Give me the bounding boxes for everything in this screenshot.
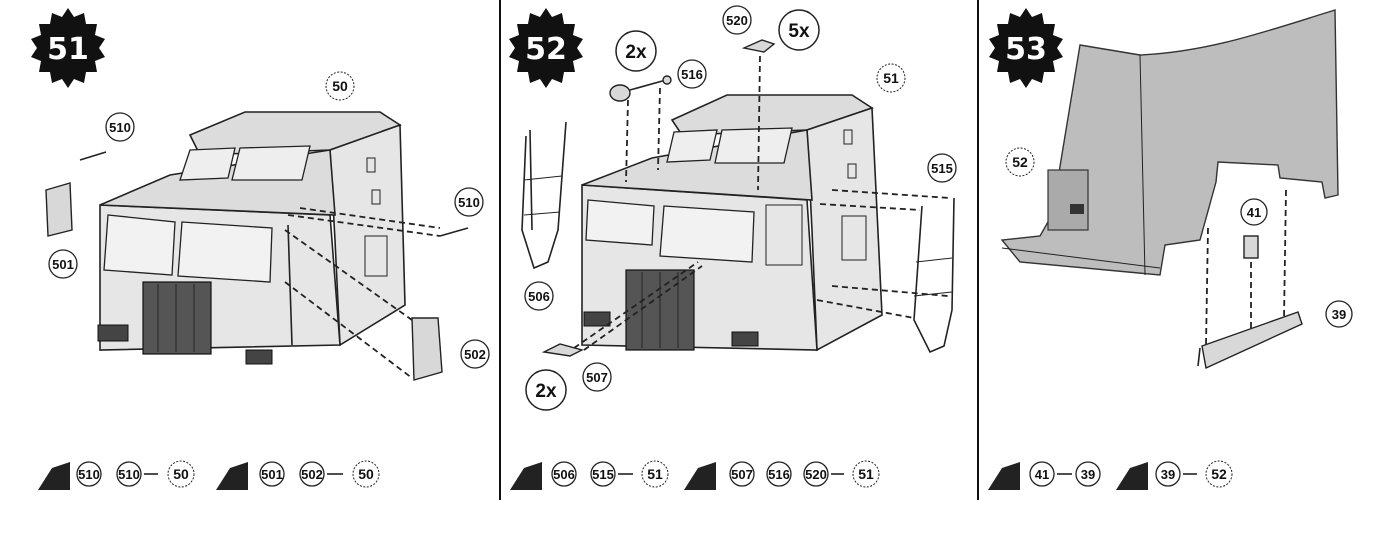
glue-tube-icon [684,462,716,490]
glue-tube-icon [38,462,70,490]
part-39-side-panel: 39 [1197,300,1353,370]
step-51-number: 51 [47,32,89,67]
svg-text:506: 506 [528,289,550,304]
svg-text:39: 39 [1161,467,1175,482]
svg-text:520: 520 [726,13,748,28]
step-53-number: 53 [1005,32,1047,67]
svg-text:510: 510 [78,467,100,482]
svg-text:5x: 5x [788,21,810,42]
svg-text:510: 510 [118,467,140,482]
svg-text:50: 50 [358,466,374,482]
panel-divider [977,0,979,502]
panel-divider [499,0,501,502]
svg-text:510: 510 [458,195,480,210]
svg-text:2x: 2x [625,42,647,63]
svg-text:41: 41 [1035,467,1049,482]
glue-note-2: 507 516 520 51 [684,460,880,490]
part-520-marker-light: 520 5x [722,5,820,191]
step-51-panel: 51 50 510 501 [0,0,500,500]
part-507-grab-handle: 2x 507 [525,261,703,411]
svg-text:516: 516 [768,467,790,482]
svg-text:52: 52 [1211,466,1227,482]
glue-tube-icon [988,462,1020,490]
step-52-panel: 52 51 2x 516 [502,0,978,500]
glue-note-2: 501 502 50 [216,460,380,490]
svg-text:510: 510 [109,120,131,135]
svg-text:506: 506 [553,467,575,482]
step-51-badge: 51 [31,8,105,88]
cab-side-section [1000,9,1339,276]
svg-text:39: 39 [1332,307,1346,322]
svg-text:50: 50 [332,78,348,94]
glue-tube-icon [1116,462,1148,490]
step-52-number: 52 [525,32,567,67]
assembly-ref-51: 51 [876,63,906,93]
svg-text:41: 41 [1247,205,1261,220]
glue-note-1: 41 39 [988,461,1101,490]
svg-text:52: 52 [1012,154,1028,170]
svg-text:516: 516 [681,67,703,82]
svg-text:501: 501 [261,467,283,482]
assembly-ref-50: 50 [325,71,355,101]
step-53-panel: 53 52 41 39 41 39 39 [980,0,1400,500]
part-510-right: 510 [287,187,484,237]
svg-text:501: 501 [52,257,74,272]
glue-tube-icon [510,462,542,490]
svg-text:51: 51 [883,70,899,86]
step-52-illustration: 52 51 2x 516 [509,5,957,490]
part-506-step-ladder: 506 [521,121,567,311]
part-501-grab-handle: 501 [45,182,78,279]
glue-note-1: 510 510 50 [38,460,195,490]
assembly-ref-52: 52 [1005,147,1035,177]
svg-text:502: 502 [464,347,486,362]
svg-text:507: 507 [731,467,753,482]
step-53-badge: 53 [989,8,1063,88]
part-41-clip: 41 [1205,189,1287,346]
step-53-illustration: 53 52 41 39 41 39 39 [988,8,1353,490]
svg-text:520: 520 [805,467,827,482]
glue-tube-icon [216,462,248,490]
glue-note-1: 506 515 51 [510,460,669,490]
part-510-upper: 510 [79,112,135,161]
step-51-illustration: 51 50 510 501 [31,8,490,490]
truck-cab-drawing [97,111,406,365]
step-52-badge: 52 [509,8,583,88]
part-502-grab-handle: 502 [284,229,490,381]
svg-text:50: 50 [173,466,189,482]
svg-text:2x: 2x [535,381,557,402]
svg-text:515: 515 [931,161,953,176]
svg-text:507: 507 [586,370,608,385]
svg-text:39: 39 [1081,467,1095,482]
svg-text:502: 502 [301,467,323,482]
svg-text:51: 51 [858,466,874,482]
svg-text:515: 515 [592,467,614,482]
part-515-step-ladder: 515 [816,153,957,354]
glue-note-2: 39 52 [1116,460,1233,490]
svg-text:51: 51 [647,466,663,482]
page-margin [0,500,1400,534]
part-516-air-horn: 2x 516 [609,30,707,183]
